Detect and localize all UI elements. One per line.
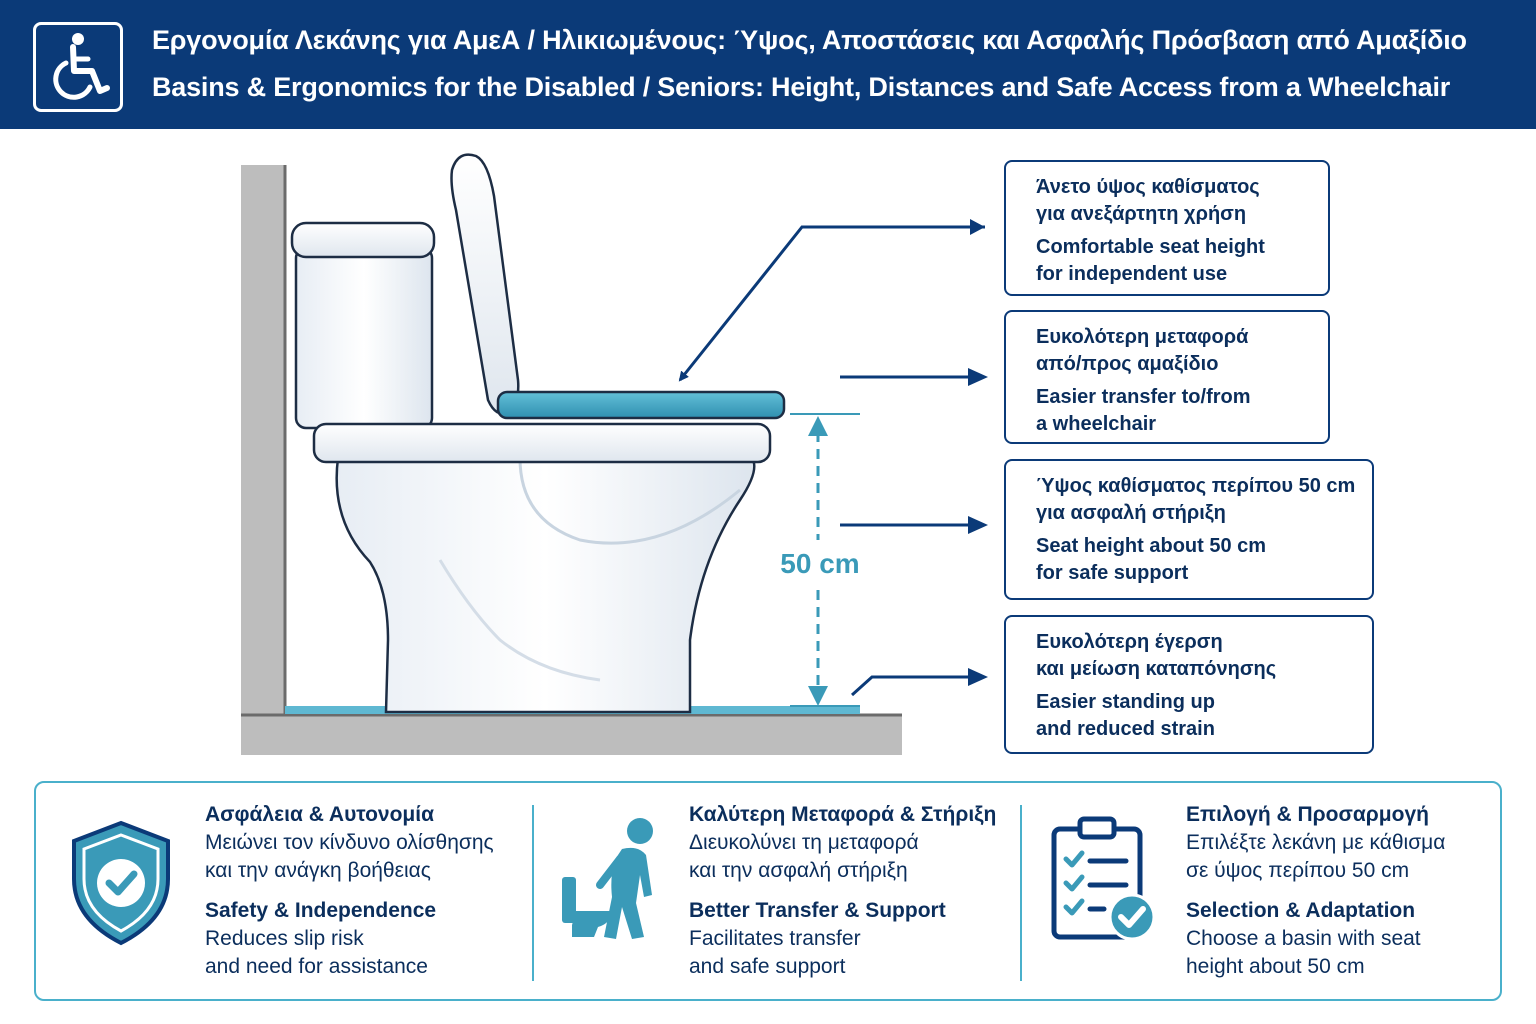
callout-easier-transfer: Ευκολότερη μεταφορά από/προς αμαξίδιο Ea… xyxy=(1004,310,1330,444)
callout-greek-line: από/προς αμαξίδιο xyxy=(1036,353,1219,375)
feature-text: και την ασφαλή στήριξη xyxy=(689,859,908,882)
toilet-cistern xyxy=(290,221,436,430)
callout-english-line: Seat height about 50 cm xyxy=(1036,535,1267,557)
callout-greek-line: Άνετο ύψος καθίσματος xyxy=(1036,176,1260,198)
feature-text: Facilitates transfer xyxy=(689,927,861,950)
feature-text: and need for assistance xyxy=(205,955,428,978)
feature-text: Επιλέξτε λεκάνη με κάθισμα xyxy=(1186,831,1446,854)
callout-greek-line: Ύψος καθίσματος περίπου 50 cm xyxy=(1036,475,1356,497)
clipboard-check-icon xyxy=(1051,816,1156,941)
callout-comfortable-height: Άνετο ύψος καθίσματος για ανεξάρτητη χρή… xyxy=(1004,160,1330,296)
feature-transfer: Καλύτερη Μεταφορά & Στήριξη Διευκολύνει … xyxy=(689,801,996,981)
header-title-english: Basins & Ergonomics for the Disabled / S… xyxy=(152,72,1451,102)
callout-english-line: a wheelchair xyxy=(1036,413,1157,435)
panel-divider xyxy=(1020,805,1022,981)
feature-safety: Ασφάλεια & Αυτονομία Μειώνει τον κίνδυνο… xyxy=(205,801,494,981)
callout-english-line: for safe support xyxy=(1036,562,1189,584)
header-banner: Εργονομία Λεκάνης για ΑμεΑ / Ηλικιωμένου… xyxy=(0,0,1536,129)
wall xyxy=(241,165,287,715)
callout-greek-line: και μείωση καταπόνησης xyxy=(1036,658,1277,680)
feature-title-english: Safety & Independence xyxy=(205,899,437,922)
shield-check-icon xyxy=(72,820,170,946)
feature-text: and safe support xyxy=(689,955,846,978)
feature-title-english: Better Transfer & Support xyxy=(689,899,946,922)
panel-divider xyxy=(532,805,534,981)
callout-english-line: and reduced strain xyxy=(1036,718,1215,740)
feature-text: και την ανάγκη βοήθειας xyxy=(205,859,431,882)
toilet-bowl xyxy=(312,422,772,714)
callout-english-line: Easier standing up xyxy=(1036,691,1215,713)
callout-english-line: for independent use xyxy=(1036,263,1228,285)
callout-greek-line: Ευκολότερη μεταφορά xyxy=(1036,326,1249,348)
feature-title-english: Selection & Adaptation xyxy=(1186,899,1416,922)
toilet-diagram: 50 cm xyxy=(241,153,988,755)
floor xyxy=(241,706,902,755)
header-title-greek: Εργονομία Λεκάνης για ΑμεΑ / Ηλικιωμένου… xyxy=(152,25,1467,55)
height-label: 50 cm xyxy=(780,548,859,579)
feature-text: Reduces slip risk xyxy=(205,927,364,950)
feature-title-greek: Ασφάλεια & Αυτονομία xyxy=(205,803,435,826)
toilet-seat xyxy=(496,390,786,420)
wheelchair-logo xyxy=(33,22,123,112)
feature-title-greek: Επιλογή & Προσαρμογή xyxy=(1186,803,1429,826)
wheelchair-icon xyxy=(53,33,110,100)
callout-greek-line: Ευκολότερη έγερση xyxy=(1036,631,1223,653)
feature-text: Μειώνει τον κίνδυνο ολίσθησης xyxy=(205,831,494,854)
feature-title-greek: Καλύτερη Μεταφορά & Στήριξη xyxy=(689,803,997,826)
toilet-lid-raised xyxy=(450,153,520,415)
feature-selection: Επιλογή & Προσαρμογή Επιλέξτε λεκάνη με … xyxy=(1186,801,1445,981)
callout-arrows xyxy=(678,219,988,697)
callout-greek-line: για ανεξάρτητη χρήση xyxy=(1036,203,1247,225)
person-toilet-icon xyxy=(562,818,653,939)
features-panel: Ασφάλεια & Αυτονομία Μειώνει τον κίνδυνο… xyxy=(34,781,1502,1001)
callout-seat-height: Ύψος καθίσματος περίπου 50 cm για ασφαλή… xyxy=(1004,459,1374,600)
feature-text: σε ύψος περίπου 50 cm xyxy=(1186,859,1410,882)
feature-text: Choose a basin with seat xyxy=(1186,927,1421,950)
callout-easier-standing: Ευκολότερη έγερση και μείωση καταπόνησης… xyxy=(1004,615,1374,754)
callout-english-line: Easier transfer to/from xyxy=(1036,386,1251,408)
feature-text: Διευκολύνει τη μεταφορά xyxy=(689,831,919,854)
feature-text: height about 50 cm xyxy=(1186,955,1365,978)
callout-english-line: Comfortable seat height xyxy=(1036,236,1265,258)
callout-greek-line: για ασφαλή στήριξη xyxy=(1036,502,1226,524)
height-dimension xyxy=(790,413,860,707)
